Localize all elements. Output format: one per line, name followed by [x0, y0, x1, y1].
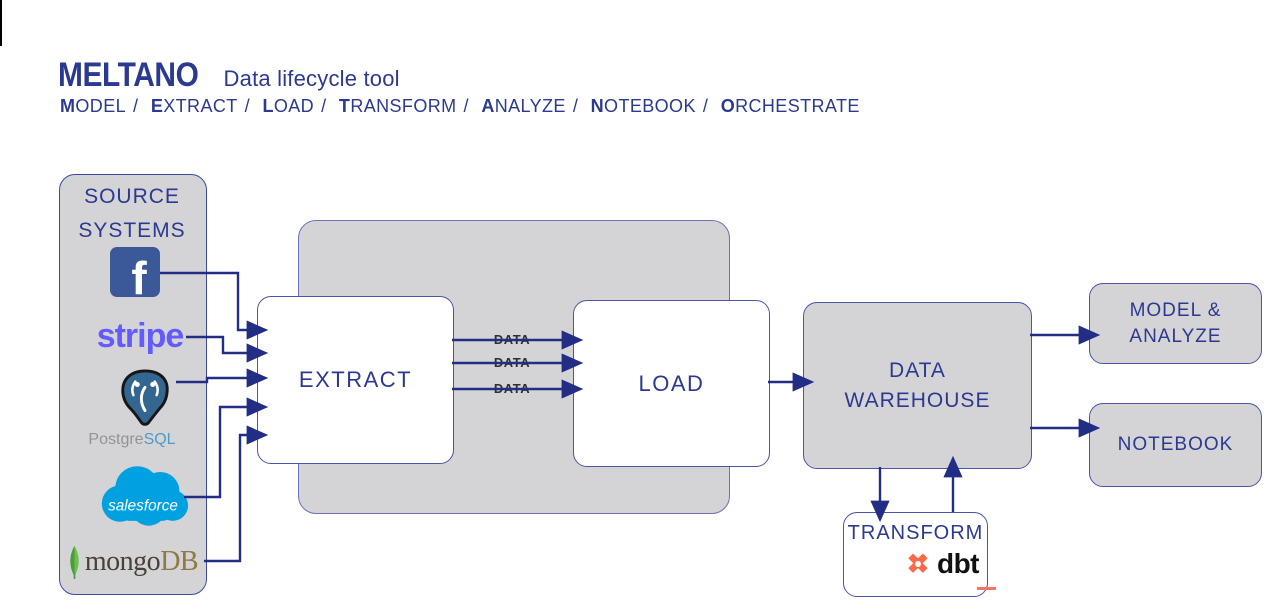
acronym-word: ORCHESTRATE — [720, 96, 860, 116]
data-flow-label: DATA — [486, 381, 538, 396]
mongodb-leaf-icon — [70, 545, 79, 579]
postgresql-logo-icon — [116, 368, 174, 433]
acronym-word: ANALYZE — [481, 96, 566, 116]
separator: / — [702, 96, 709, 116]
mongodb-logo: mongoDB — [59, 545, 205, 579]
transform-label: TRANSFORM — [847, 522, 984, 544]
separator: / — [572, 96, 579, 116]
brand-tagline: Data lifecycle tool — [223, 66, 400, 91]
acronym-word: MODEL — [60, 96, 127, 116]
separator: / — [321, 96, 327, 116]
data-flow-label: DATA — [486, 355, 538, 370]
extract-node: EXTRACT — [257, 296, 454, 464]
stripe-logo: stripe — [96, 317, 185, 355]
svg-text:f: f — [131, 252, 147, 297]
postgresql-wordmark: PostgreSQL — [88, 431, 176, 448]
acronym-word: NOTEBOOK — [590, 96, 696, 116]
notebook-node: NOTEBOOK — [1089, 403, 1262, 487]
header: MELTANO Data lifecycle tool — [58, 56, 400, 95]
data-flow-label: DATA — [486, 332, 538, 347]
acronym-line: MODEL / EXTRACT / LOAD / TRANSFORM / ANALYZE… — [60, 96, 860, 117]
load-node: LOAD — [573, 300, 770, 467]
transform-node: TRANSFORM ✖ dbt — [843, 512, 988, 597]
separator: / — [133, 96, 139, 116]
dbt-logo: ✖ dbt — [844, 548, 987, 580]
acronym-word: EXTRACT — [150, 96, 238, 116]
mongodb-wordmark: mongoDB — [84, 546, 199, 577]
svg-text:salesforce: salesforce — [108, 497, 178, 514]
brand-title: MELTANO — [58, 56, 199, 94]
red-underscore-mark — [977, 587, 996, 590]
source-systems-title: SOURCE SYSTEMS — [78, 185, 186, 242]
model-analyze-node: MODEL & ANALYZE — [1089, 283, 1262, 364]
data-warehouse-node: DATA WAREHOUSE — [803, 302, 1032, 469]
wire-mongodb-extract — [204, 425, 269, 563]
dbt-wordmark: dbt — [936, 548, 980, 579]
facebook-logo-icon: f — [110, 247, 160, 304]
acronym-word: TRANSFORM — [338, 96, 457, 116]
separator: / — [463, 96, 469, 116]
separator: / — [244, 96, 251, 116]
salesforce-logo-icon: salesforce — [97, 461, 189, 532]
dbt-icon: ✖ — [904, 550, 932, 578]
left-edge-mark — [0, 0, 2, 46]
acronym-word: LOAD — [262, 96, 315, 116]
